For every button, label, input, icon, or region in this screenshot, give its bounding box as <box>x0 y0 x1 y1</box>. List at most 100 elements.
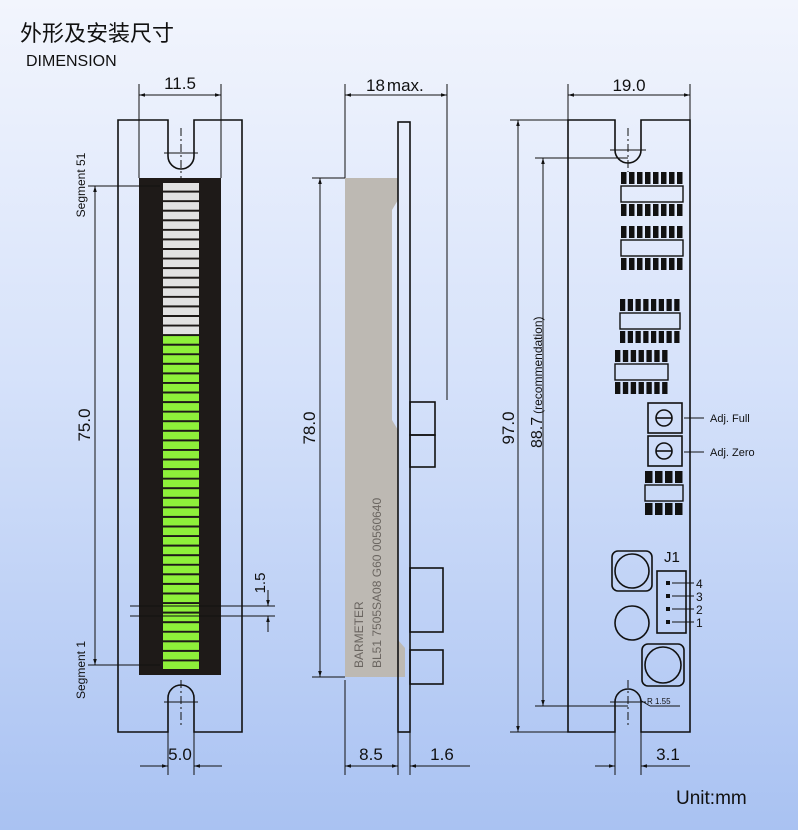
chip-pin <box>629 172 635 184</box>
chip-pin <box>661 172 667 184</box>
adj-full-pot[interactable] <box>647 402 683 434</box>
chip-pin <box>662 350 668 362</box>
segment <box>163 269 199 277</box>
segment <box>163 345 199 354</box>
label-line1: BARMETER <box>352 601 366 668</box>
chip-pin <box>635 331 641 343</box>
pin <box>666 620 670 624</box>
ic-chip <box>620 185 684 203</box>
chip-pin <box>654 382 660 394</box>
chip-pin <box>615 350 621 362</box>
chip-pin <box>646 382 652 394</box>
chip-pin <box>655 471 663 483</box>
back-height-dim: 97.0 <box>499 411 518 444</box>
segment <box>163 422 199 430</box>
chip-pin <box>621 172 627 184</box>
chip-pin <box>630 350 637 362</box>
adj-zero-label: Adj. Zero <box>710 447 755 459</box>
chip-pin <box>637 258 643 270</box>
segment <box>163 517 199 526</box>
back-slot-dim: 3.1 <box>656 745 680 764</box>
chip-pin <box>666 331 672 343</box>
chip-pin <box>622 350 629 362</box>
chip-pin <box>666 299 672 311</box>
chip-pin <box>669 226 675 238</box>
label-line2: BL51 7505SA08 G60 00560640 <box>370 498 384 668</box>
segment <box>163 288 199 296</box>
connector-j1 <box>656 570 687 634</box>
chip-pin <box>638 350 644 362</box>
chip-pin <box>621 258 627 270</box>
chip-pin <box>677 172 683 184</box>
segment <box>163 393 199 402</box>
chip-pin <box>677 204 683 216</box>
chip-pin <box>620 331 626 343</box>
segment <box>163 642 199 650</box>
chip-pin <box>635 299 641 311</box>
chip-pin <box>637 226 643 238</box>
mount-value: 88.7 <box>529 417 546 448</box>
chip-pin <box>638 382 644 394</box>
chip-pin <box>677 258 683 270</box>
segment <box>163 565 199 574</box>
segment <box>163 470 199 478</box>
back-width-dim: 19.0 <box>612 76 645 95</box>
front-height-dim: 75.0 <box>75 408 94 441</box>
display-label-area <box>345 178 405 677</box>
segment <box>163 374 199 382</box>
adj-zero-pot[interactable] <box>647 435 683 467</box>
pin-label: 3 <box>696 590 703 604</box>
ic-chip <box>614 363 669 381</box>
segment <box>163 651 199 660</box>
segment <box>163 278 199 287</box>
segment <box>163 383 199 392</box>
side-height-dim: 78.0 <box>300 411 319 444</box>
chip-pin <box>622 382 629 394</box>
chip-pin <box>646 350 652 362</box>
segment <box>163 537 199 545</box>
segment <box>163 584 199 593</box>
ic-chip <box>619 312 681 330</box>
chip-pin <box>653 172 659 184</box>
segment <box>163 259 199 268</box>
front-view: 11.5 75.0 Segment 51 Segment 1 1.5 5.0 <box>74 74 275 775</box>
label-offset-dim: 8.5 <box>359 745 383 764</box>
chip-pin <box>675 471 683 483</box>
segment <box>163 240 199 248</box>
segment <box>163 336 199 344</box>
segment <box>163 307 199 315</box>
chip-pin <box>645 471 653 483</box>
front-width-dim: 11.5 <box>164 74 196 93</box>
segment <box>163 441 199 449</box>
segment <box>163 489 199 497</box>
chip-pin <box>643 331 649 343</box>
chip-pin <box>675 503 683 515</box>
segment <box>163 527 199 536</box>
chip-pin <box>627 299 633 311</box>
pin-label: 2 <box>696 603 703 617</box>
segment <box>163 556 199 564</box>
segment <box>163 202 199 210</box>
chip-pin <box>661 258 667 270</box>
chip-pin <box>637 204 643 216</box>
segment <box>163 594 199 603</box>
chip-pin <box>677 226 683 238</box>
radius-note: R 1.55 <box>647 697 671 706</box>
segment <box>163 403 199 411</box>
unit-label: Unit:mm <box>676 788 747 809</box>
chip-pin <box>655 503 663 515</box>
segment <box>163 326 199 335</box>
segment-1-label: Segment 1 <box>74 641 88 699</box>
segment <box>163 211 199 220</box>
chip-pin <box>665 503 673 515</box>
chip-pin <box>674 299 680 311</box>
segment <box>163 230 199 239</box>
segment <box>163 604 199 612</box>
chip-pin <box>637 172 643 184</box>
segment <box>163 317 199 325</box>
segment <box>163 508 199 516</box>
chip-pin <box>658 299 664 311</box>
chip-pin <box>645 226 651 238</box>
